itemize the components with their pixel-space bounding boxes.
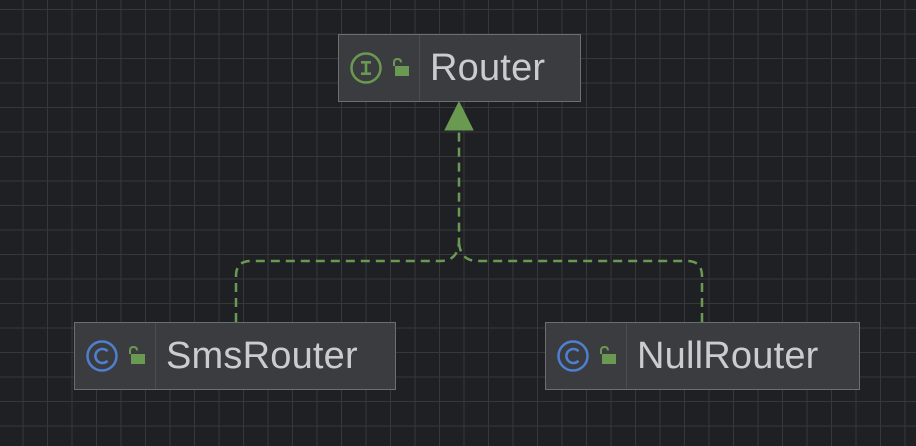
node-router[interactable]: Router [338, 34, 581, 102]
class-icon [556, 339, 590, 373]
node-icons [546, 323, 627, 389]
node-label: Router [430, 46, 546, 89]
node-icons [75, 323, 156, 389]
interface-icon [349, 51, 383, 85]
node-icons [339, 35, 420, 101]
implements-edge-smsrouter[interactable] [234, 130, 461, 322]
node-nullrouter[interactable]: NullRouter [545, 322, 860, 390]
class-icon [85, 339, 119, 373]
implements-arrowhead [444, 100, 474, 131]
node-smsrouter[interactable]: SmsRouter [74, 322, 396, 390]
implements-edge-nullrouter[interactable] [457, 239, 704, 322]
public-lock-icon [596, 345, 618, 367]
node-label: NullRouter [637, 334, 819, 377]
public-lock-icon [389, 57, 411, 79]
node-label: SmsRouter [166, 334, 358, 377]
public-lock-icon [125, 345, 147, 367]
